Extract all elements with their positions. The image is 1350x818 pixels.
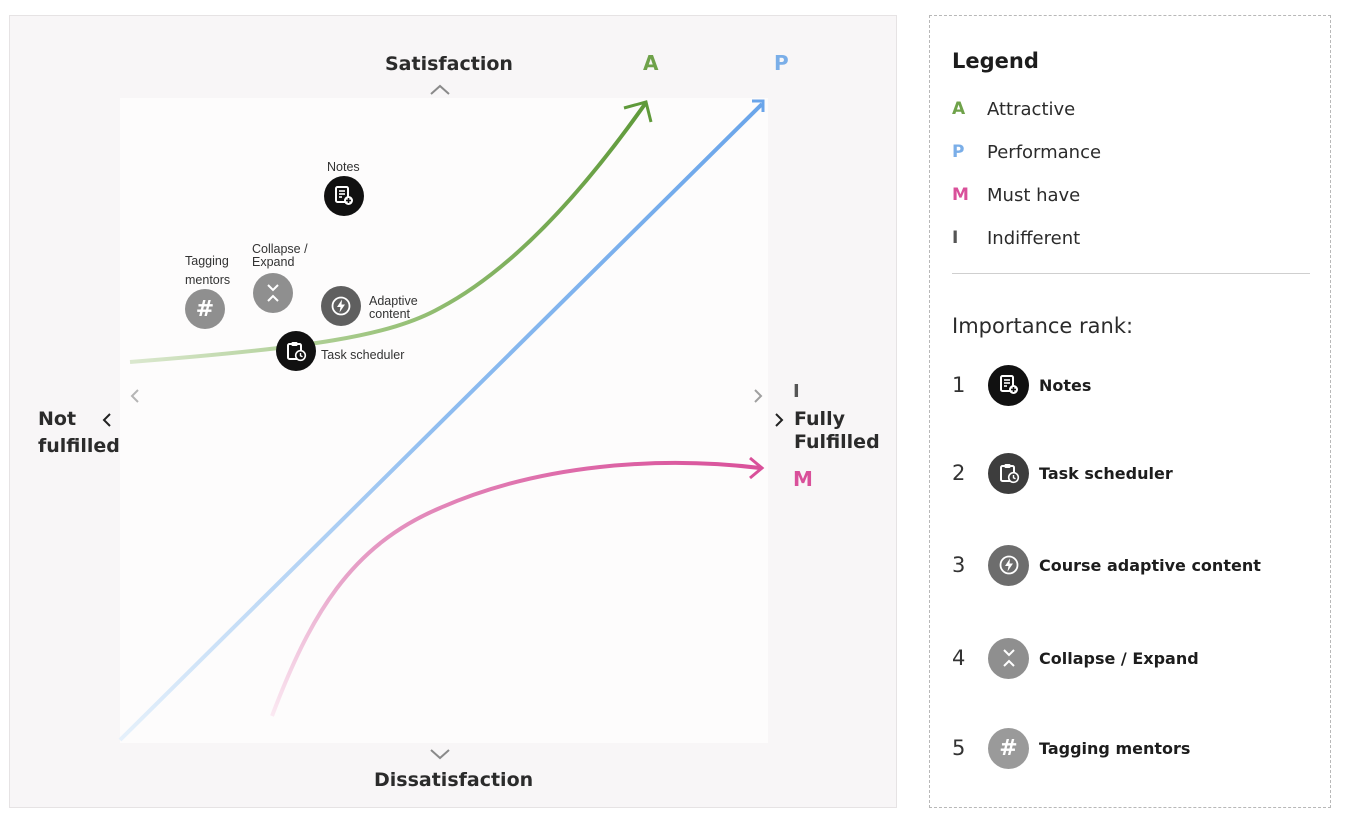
rank-label: Collapse / Expand <box>1039 648 1199 668</box>
axis-label-not: Not <box>38 408 77 430</box>
rank-label: Notes <box>1039 375 1092 395</box>
curve-letter-p: P <box>774 51 789 75</box>
axis-label-fully: Fully <box>794 408 845 430</box>
rank-number: 5 <box>952 736 966 760</box>
rank-item-4: 4 Collapse / Expand <box>952 637 1199 679</box>
legend-label-attractive: Attractive <box>987 98 1076 120</box>
clipboard-clock-icon <box>988 452 1029 494</box>
must-have-arrow <box>749 456 765 480</box>
rank-number: 1 <box>952 373 966 397</box>
curve-letter-a: A <box>643 51 659 75</box>
feature-label-tagging-1: Tagging <box>185 254 229 268</box>
rank-label: Course adaptive content <box>1039 555 1261 575</box>
legend-label-must-have: Must have <box>987 184 1081 206</box>
attractive-arrow <box>623 100 653 123</box>
legend-letter-p: P <box>952 142 965 162</box>
chevron-up-icon <box>430 84 450 95</box>
clipboard-clock-icon[interactable] <box>276 331 316 371</box>
feature-label-scheduler: Task scheduler <box>321 348 405 362</box>
rank-item-5: 5 # Tagging mentors <box>952 727 1190 769</box>
collapse-expand-icon[interactable] <box>253 273 293 313</box>
rank-item-1: 1 Notes <box>952 364 1091 406</box>
feature-label-collapse-1: Collapse / <box>252 242 308 256</box>
feature-label-adaptive-1: Adaptive <box>369 294 418 308</box>
legend-title: Legend <box>952 49 1039 73</box>
importance-rank-title: Importance rank: <box>952 314 1134 338</box>
rank-number: 4 <box>952 646 966 670</box>
legend-item-attractive: A Attractive <box>952 96 1075 122</box>
kano-diagram-svg <box>102 84 784 760</box>
collapse-expand-icon <box>988 637 1029 679</box>
curve-letter-m: M <box>793 467 813 491</box>
legend-letter-m: M <box>952 185 969 205</box>
legend-label-indifferent: Indifferent <box>987 227 1081 249</box>
legend-item-indifferent: I Indifferent <box>952 225 1080 251</box>
legend-panel: Legend A Attractive P Performance M Must… <box>929 15 1331 808</box>
chevron-down-icon <box>430 749 450 760</box>
axis-label-dissatisfaction: Dissatisfaction <box>374 769 534 791</box>
rank-item-3: 3 Course adaptive content <box>952 544 1261 586</box>
legend-divider <box>952 273 1310 274</box>
hashtag-icon[interactable]: # <box>185 289 225 329</box>
hashtag-icon: # <box>988 727 1029 769</box>
kano-diagram-panel: Satisfaction Dissatisfaction Not fulfill… <box>9 15 897 808</box>
chevron-right-icon <box>775 413 784 427</box>
notes-icon <box>988 364 1029 406</box>
rank-number: 3 <box>952 553 966 577</box>
must-have-curve <box>270 460 761 717</box>
indifferent-right-arrow <box>754 389 763 403</box>
axis-label-fully-fulfilled: Fulfilled <box>794 431 880 453</box>
performance-arrow <box>752 99 765 112</box>
lightning-icon[interactable] <box>321 286 361 326</box>
lightning-icon <box>988 544 1029 586</box>
notes-icon[interactable] <box>324 176 364 216</box>
axis-label-fulfilled: fulfilled <box>38 435 120 457</box>
legend-item-performance: P Performance <box>952 139 1101 165</box>
rank-number: 2 <box>952 461 966 485</box>
axis-label-satisfaction: Satisfaction <box>385 53 513 75</box>
feature-label-adaptive-2: content <box>369 307 411 321</box>
legend-item-must-have: M Must have <box>952 182 1080 208</box>
feature-label-collapse-2: Expand <box>252 255 295 269</box>
performance-line <box>118 102 764 742</box>
legend-letter-a: A <box>952 99 966 119</box>
rank-label: Task scheduler <box>1039 463 1173 483</box>
attractive-curve <box>129 102 647 364</box>
rank-label: Tagging mentors <box>1039 738 1191 758</box>
legend-label-performance: Performance <box>987 141 1102 163</box>
rank-item-2: 2 Task scheduler <box>952 452 1173 494</box>
chevron-left-icon <box>102 413 111 427</box>
indifferent-left-arrow <box>130 389 139 403</box>
feature-label-tagging-2: mentors <box>185 273 231 287</box>
legend-letter-i: I <box>952 228 959 248</box>
feature-label-notes: Notes <box>327 160 360 174</box>
curve-letter-i: I <box>793 381 800 402</box>
